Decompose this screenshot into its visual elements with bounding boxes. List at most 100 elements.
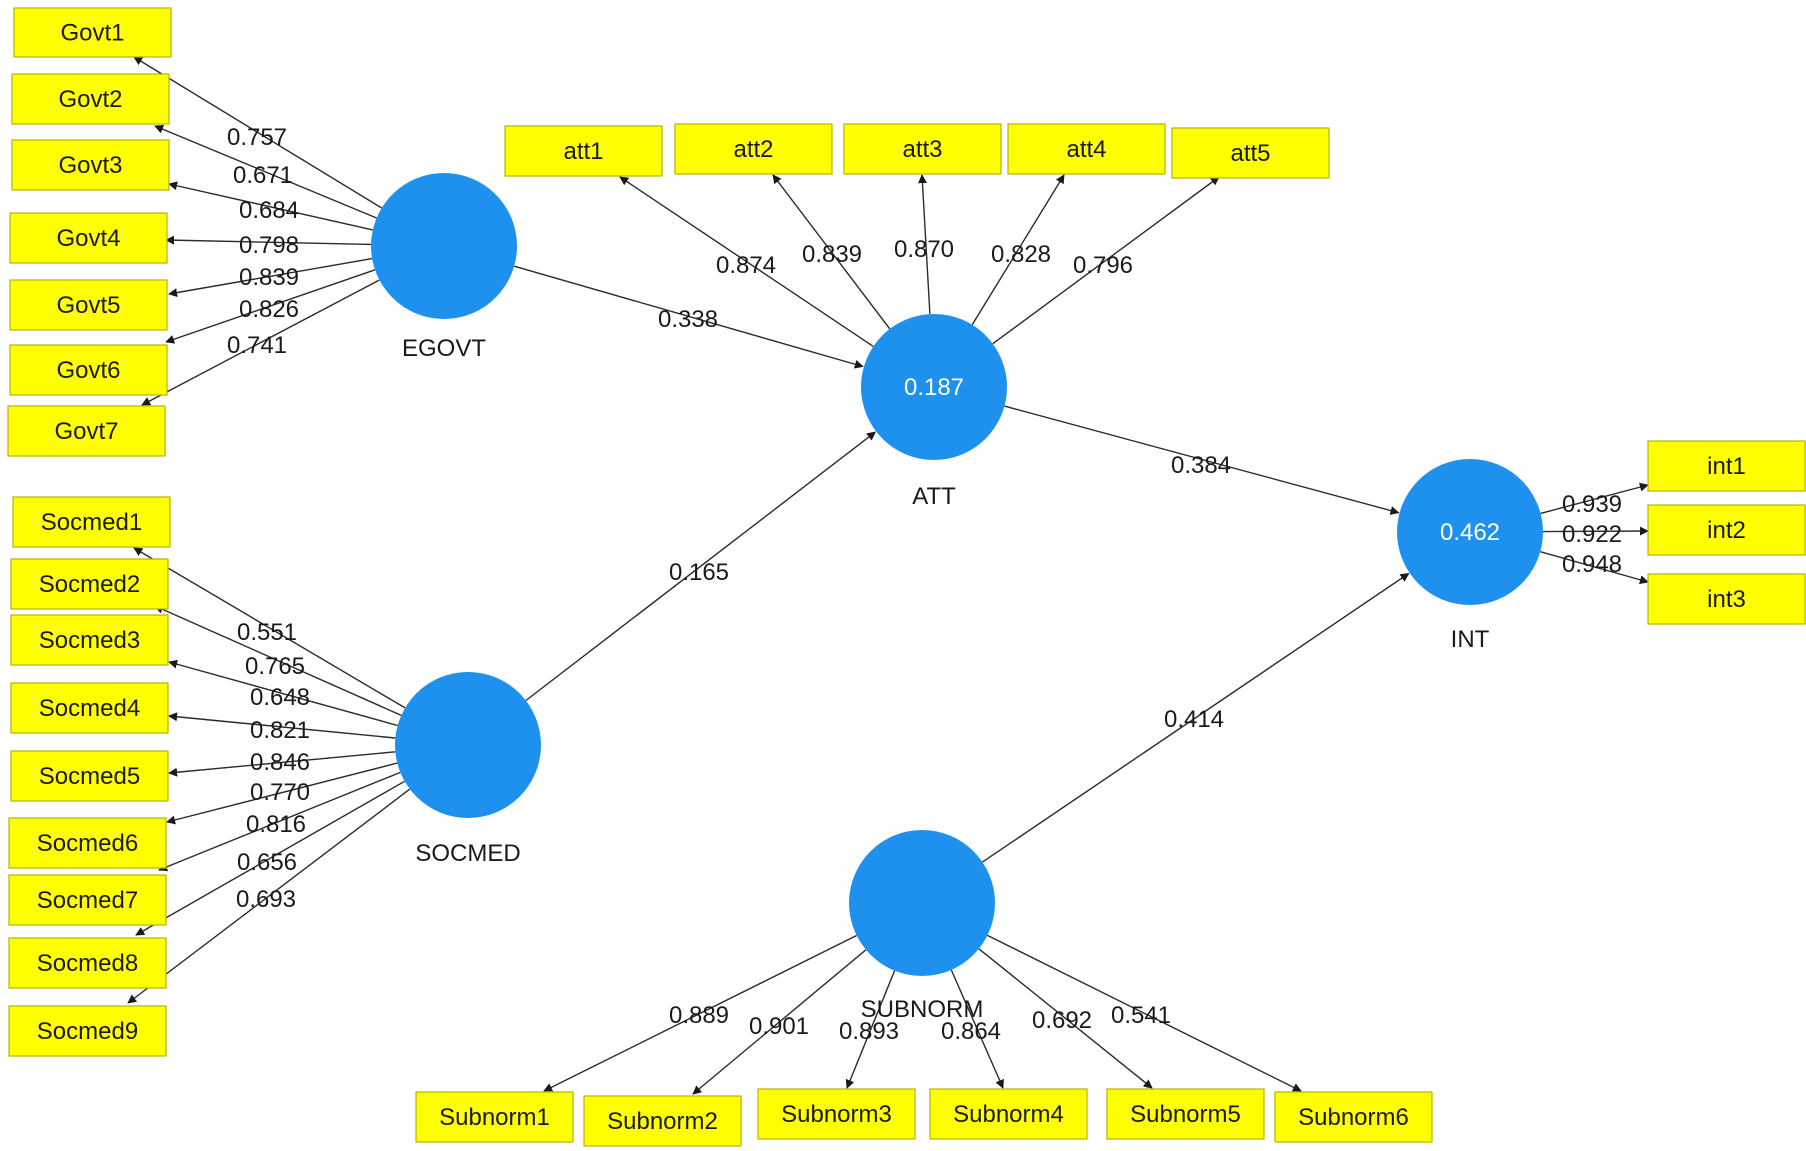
indicator-label-att2: att2: [733, 136, 773, 163]
indicator-label-socmed9: Socmed9: [37, 1018, 138, 1045]
indicator-label-socmed3: Socmed3: [39, 627, 140, 654]
indicator-label-subnorm1: Subnorm1: [439, 1104, 550, 1131]
path-edge-socmed-att: [525, 431, 877, 702]
indicator-box-socmed7[interactable]: [8, 874, 167, 926]
latent-node-socmed[interactable]: [395, 672, 541, 818]
indicator-box-govt1[interactable]: [13, 7, 172, 58]
loading-value-socmed4: 0.821: [250, 717, 310, 744]
loading-edge-socmed3: [168, 659, 398, 727]
indicator-label-govt1: Govt1: [60, 20, 124, 47]
loading-value-govt1: 0.757: [227, 124, 287, 151]
indicator-label-socmed4: Socmed4: [39, 695, 140, 722]
loading-value-socmed5: 0.846: [250, 749, 310, 776]
loading-edge-subnorm6: [987, 934, 1302, 1092]
indicator-box-subnorm4[interactable]: [929, 1088, 1088, 1140]
latent-node-subnorm[interactable]: [849, 830, 995, 976]
loading-edge-subnorm5: [978, 948, 1153, 1089]
loading-value-socmed1: 0.551: [237, 619, 297, 646]
loading-value-att4: 0.828: [991, 241, 1051, 268]
latent-label-att: ATT: [912, 483, 956, 510]
indicator-label-socmed6: Socmed6: [37, 830, 138, 857]
indicator-box-att3[interactable]: [843, 123, 1002, 175]
loading-value-govt2: 0.671: [233, 162, 293, 189]
latent-node-egovt[interactable]: [371, 173, 517, 319]
path-coefficient-att-int: 0.384: [1171, 452, 1231, 479]
indicator-box-govt7[interactable]: [7, 405, 166, 457]
indicator-box-socmed5[interactable]: [10, 750, 169, 802]
loading-edge-att1: [619, 176, 874, 347]
loading-edge-socmed7: [158, 771, 401, 872]
loading-edge-govt6: [165, 269, 376, 344]
loading-edge-subnorm1: [543, 934, 857, 1092]
latent-label-subnorm: SUBNORM: [861, 996, 984, 1023]
indicator-box-socmed4[interactable]: [10, 682, 169, 734]
indicator-box-int1[interactable]: [1647, 440, 1806, 492]
indicator-box-subnorm2[interactable]: [583, 1095, 742, 1147]
indicator-label-att4: att4: [1066, 136, 1106, 163]
indicator-box-socmed3[interactable]: [10, 614, 169, 666]
indicator-box-socmed2[interactable]: [10, 558, 169, 610]
loading-value-govt3: 0.684: [239, 197, 299, 224]
latent-label-socmed: SOCMED: [415, 840, 520, 867]
loading-value-subnorm3: 0.893: [839, 1018, 899, 1045]
indicator-label-int3: int3: [1707, 586, 1746, 613]
indicator-label-govt5: Govt5: [56, 292, 120, 319]
edges-layer: [127, 56, 1649, 1095]
indicator-box-socmed6[interactable]: [8, 817, 167, 869]
indicator-box-subnorm1[interactable]: [415, 1091, 574, 1143]
indicator-box-att4[interactable]: [1007, 123, 1166, 175]
indicator-box-govt5[interactable]: [9, 279, 168, 331]
indicator-box-socmed1[interactable]: [12, 496, 171, 548]
loading-edge-att5: [992, 176, 1220, 345]
loading-value-subnorm1: 0.889: [669, 1002, 729, 1029]
loading-edge-socmed4: [168, 712, 396, 739]
loading-edge-int2: [1542, 526, 1649, 536]
indicator-box-subnorm5[interactable]: [1106, 1088, 1265, 1140]
latent-label-int: INT: [1451, 626, 1490, 653]
loading-value-subnorm6: 0.541: [1111, 1002, 1171, 1029]
indicator-label-socmed7: Socmed7: [37, 887, 138, 914]
indicator-box-int3[interactable]: [1647, 573, 1806, 625]
loading-value-socmed8: 0.656: [237, 849, 297, 876]
indicator-label-subnorm6: Subnorm6: [1298, 1104, 1409, 1131]
indicator-label-govt6: Govt6: [56, 357, 120, 384]
r-squared-att: 0.187: [904, 374, 964, 401]
indicator-box-govt2[interactable]: [11, 73, 170, 125]
indicator-box-socmed8[interactable]: [8, 937, 167, 989]
path-coefficient-subnorm-int: 0.414: [1164, 706, 1224, 733]
loading-value-subnorm4: 0.864: [941, 1018, 1001, 1045]
indicator-box-socmed9[interactable]: [8, 1005, 167, 1057]
loading-value-govt6: 0.826: [239, 296, 299, 323]
path-edge-att-int: [1004, 405, 1400, 515]
loading-edge-subnorm2: [692, 949, 867, 1095]
loading-value-govt4: 0.798: [239, 232, 299, 259]
latent-node-att[interactable]: [861, 314, 1007, 460]
indicator-box-govt6[interactable]: [9, 344, 168, 396]
indicator-label-govt3: Govt3: [58, 152, 122, 179]
loading-edge-govt4: [165, 235, 372, 246]
indicator-box-att5[interactable]: [1171, 127, 1330, 179]
loading-value-socmed9: 0.693: [236, 886, 296, 913]
indicator-label-att1: att1: [563, 138, 603, 165]
loading-edge-subnorm4: [950, 969, 1004, 1089]
indicator-box-int2[interactable]: [1647, 504, 1806, 556]
path-coefficient-socmed-att: 0.165: [669, 559, 729, 586]
indicator-box-att2[interactable]: [674, 123, 833, 175]
loading-value-att5: 0.796: [1073, 252, 1133, 279]
indicator-box-att1[interactable]: [504, 125, 663, 177]
loading-edge-att2: [772, 174, 891, 330]
loading-edge-socmed9: [127, 788, 411, 1004]
latent-node-int[interactable]: [1397, 459, 1543, 605]
indicator-box-govt4[interactable]: [9, 212, 168, 264]
loading-value-socmed2: 0.765: [245, 653, 305, 680]
indicator-label-govt7: Govt7: [54, 418, 118, 445]
indicator-box-subnorm6[interactable]: [1274, 1091, 1433, 1143]
loading-value-socmed3: 0.648: [250, 684, 310, 711]
loading-edge-socmed8: [135, 780, 405, 936]
indicator-box-subnorm3[interactable]: [757, 1088, 916, 1140]
loading-value-att2: 0.839: [802, 241, 862, 268]
indicator-box-govt3[interactable]: [11, 139, 170, 191]
loading-value-govt7: 0.741: [227, 332, 287, 359]
